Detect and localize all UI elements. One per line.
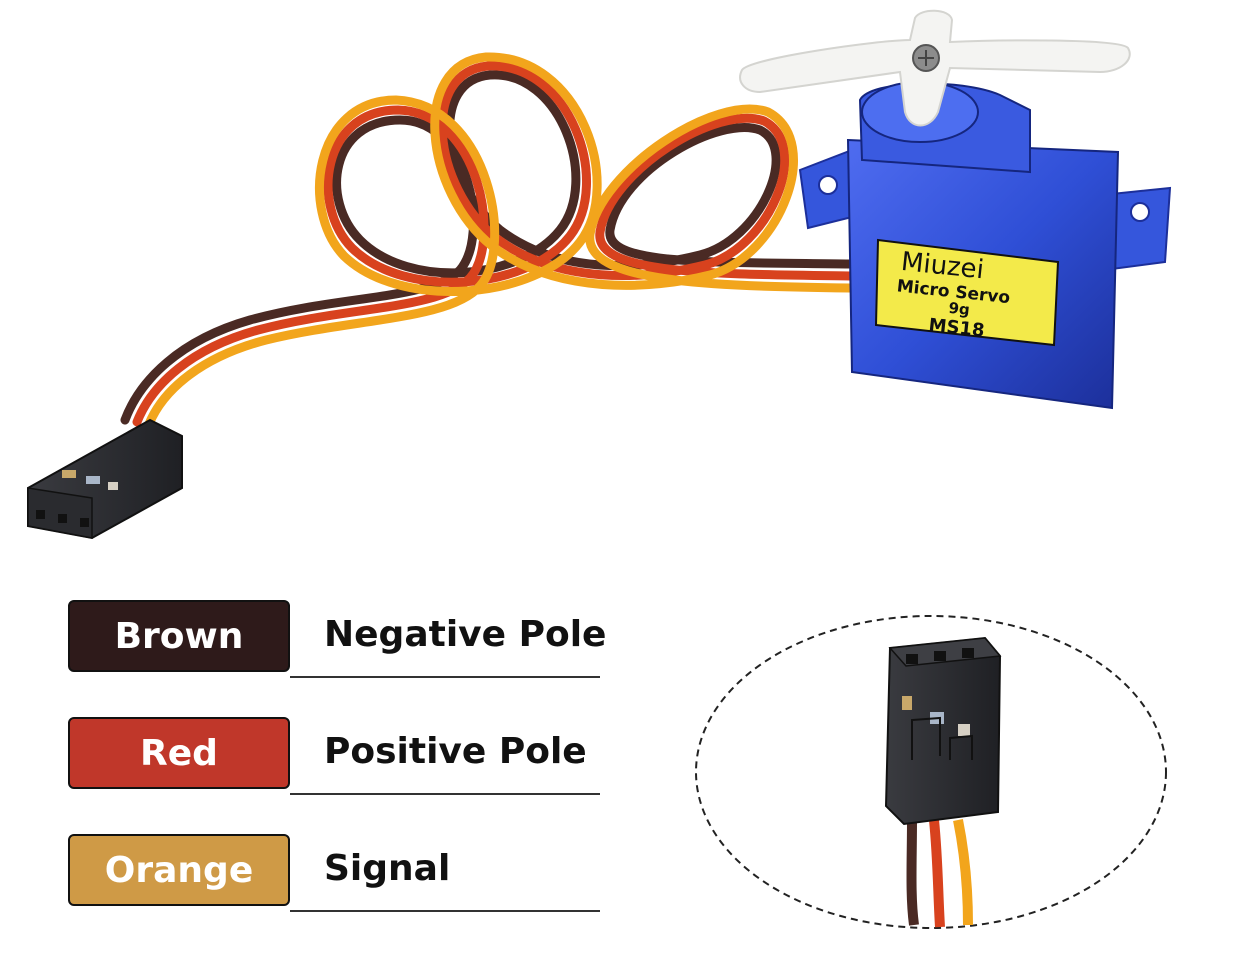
- legend-meaning-red: Positive Pole: [324, 731, 587, 772]
- connector-plug: [27, 418, 183, 540]
- legend-swatch-orange: Orange: [68, 834, 290, 906]
- legend-swatch-red: Red: [68, 717, 290, 789]
- connector-zoom-callout: [695, 615, 1167, 929]
- legend-row-brown: Brown Negative Pole: [68, 600, 606, 678]
- zoom-wire-orange: [953, 819, 973, 926]
- zoom-connector: [884, 636, 1002, 826]
- wire-red: [132, 61, 855, 427]
- legend-meaning-orange: Signal: [324, 848, 451, 889]
- legend-underline: [290, 910, 600, 912]
- legend-row-red: Red Positive Pole: [68, 717, 600, 795]
- legend-swatch-brown: Brown: [68, 600, 290, 672]
- servo-wire-harness: [120, 52, 855, 429]
- zoom-wire-red: [929, 819, 945, 928]
- wire-orange: [144, 52, 855, 429]
- legend-underline: [290, 793, 600, 795]
- wire-brown: [120, 70, 855, 425]
- legend-underline: [290, 676, 600, 678]
- zoom-dashed-outline: [695, 615, 1167, 929]
- zoom-wire-brown: [906, 819, 919, 926]
- legend-meaning-brown: Negative Pole: [324, 614, 607, 655]
- servo-label-line2: 9g: [948, 299, 971, 319]
- servo-motor: Miuzei Micro Servo 9g MS18: [739, 9, 1172, 410]
- legend-row-orange: Orange Signal: [68, 834, 600, 912]
- servo-label: [874, 238, 1060, 347]
